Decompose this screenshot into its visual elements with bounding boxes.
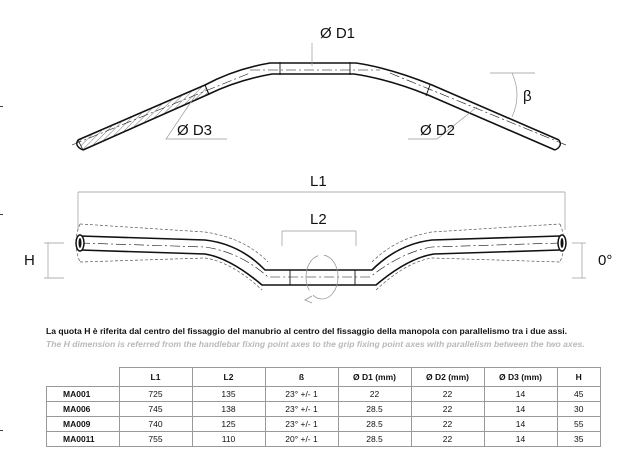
cell: 135 [191, 386, 266, 402]
col-h: H [556, 367, 601, 387]
note-english: The H dimension is referred from the han… [46, 339, 585, 349]
margin-tick [0, 430, 3, 431]
model-code: MA0011 [46, 431, 120, 447]
table-corner [46, 367, 120, 387]
cell: 23° +/- 1 [264, 386, 339, 402]
l1-label: L1 [310, 173, 327, 190]
table-row: MA009 740 125 23° +/- 1 28.5 22 14 55 [46, 416, 601, 432]
cell: 35 [556, 431, 601, 447]
h-label: H [24, 252, 35, 269]
table-header-row: L1 L2 ß Ø D1 (mm) Ø D2 (mm) Ø D3 (mm) H [46, 367, 601, 387]
cell: 28.5 [337, 416, 412, 432]
cell: 22 [337, 386, 412, 402]
cell: 22 [410, 431, 485, 447]
cell: 125 [191, 416, 266, 432]
cell: 14 [483, 401, 558, 417]
table-row: MA001 725 135 23° +/- 1 22 22 14 45 [46, 386, 601, 402]
cell: 138 [191, 401, 266, 417]
col-d3: Ø D3 (mm) [483, 367, 558, 387]
model-code: MA009 [46, 416, 120, 432]
table-row: MA0011 755 110 20° +/- 1 28.5 22 14 35 [46, 431, 601, 447]
zero-degree-label: 0° [598, 252, 612, 269]
col-d2: Ø D2 (mm) [410, 367, 485, 387]
table-row: MA006 745 138 23° +/- 1 28.5 22 14 30 [46, 401, 601, 417]
cell: 55 [556, 416, 601, 432]
margin-tick [0, 106, 3, 107]
l2-label: L2 [310, 211, 327, 228]
d3-label: Ø D3 [177, 122, 212, 139]
cell: 30 [556, 401, 601, 417]
cell: 110 [191, 431, 266, 447]
cell: 14 [483, 386, 558, 402]
front-view: Ø D1 Ø D3 Ø D2 β [71, 25, 567, 151]
cell: 23° +/- 1 [264, 416, 339, 432]
cell: 725 [118, 386, 193, 402]
cell: 20° +/- 1 [264, 431, 339, 447]
model-code: MA006 [46, 401, 120, 417]
cell: 22 [410, 401, 485, 417]
col-l2: L2 [191, 367, 266, 387]
cell: 45 [556, 386, 601, 402]
col-beta: ß [264, 367, 339, 387]
col-d1: Ø D1 (mm) [337, 367, 412, 387]
cell: 745 [118, 401, 193, 417]
cell: 22 [410, 386, 485, 402]
top-view: L1 L2 H 0° [24, 173, 612, 304]
cell: 28.5 [337, 431, 412, 447]
cell: 755 [118, 431, 193, 447]
cell: 22 [410, 416, 485, 432]
d1-label: Ø D1 [320, 25, 355, 42]
d2-label: Ø D2 [420, 122, 455, 139]
cell: 14 [483, 416, 558, 432]
cell: 740 [118, 416, 193, 432]
cell: 28.5 [337, 401, 412, 417]
handlebar-drawing: Ø D1 Ø D3 Ø D2 β L1 L2 [24, 25, 612, 304]
note-italian: La quota H è riferita dal centro del fis… [46, 326, 568, 336]
col-l1: L1 [118, 367, 193, 387]
model-code: MA001 [46, 386, 120, 402]
dimensions-table: L1 L2 ß Ø D1 (mm) Ø D2 (mm) Ø D3 (mm) H … [46, 367, 601, 447]
cell: 14 [483, 431, 558, 447]
margin-tick [0, 214, 3, 215]
cell: 23° +/- 1 [264, 401, 339, 417]
beta-label: β [523, 88, 532, 105]
